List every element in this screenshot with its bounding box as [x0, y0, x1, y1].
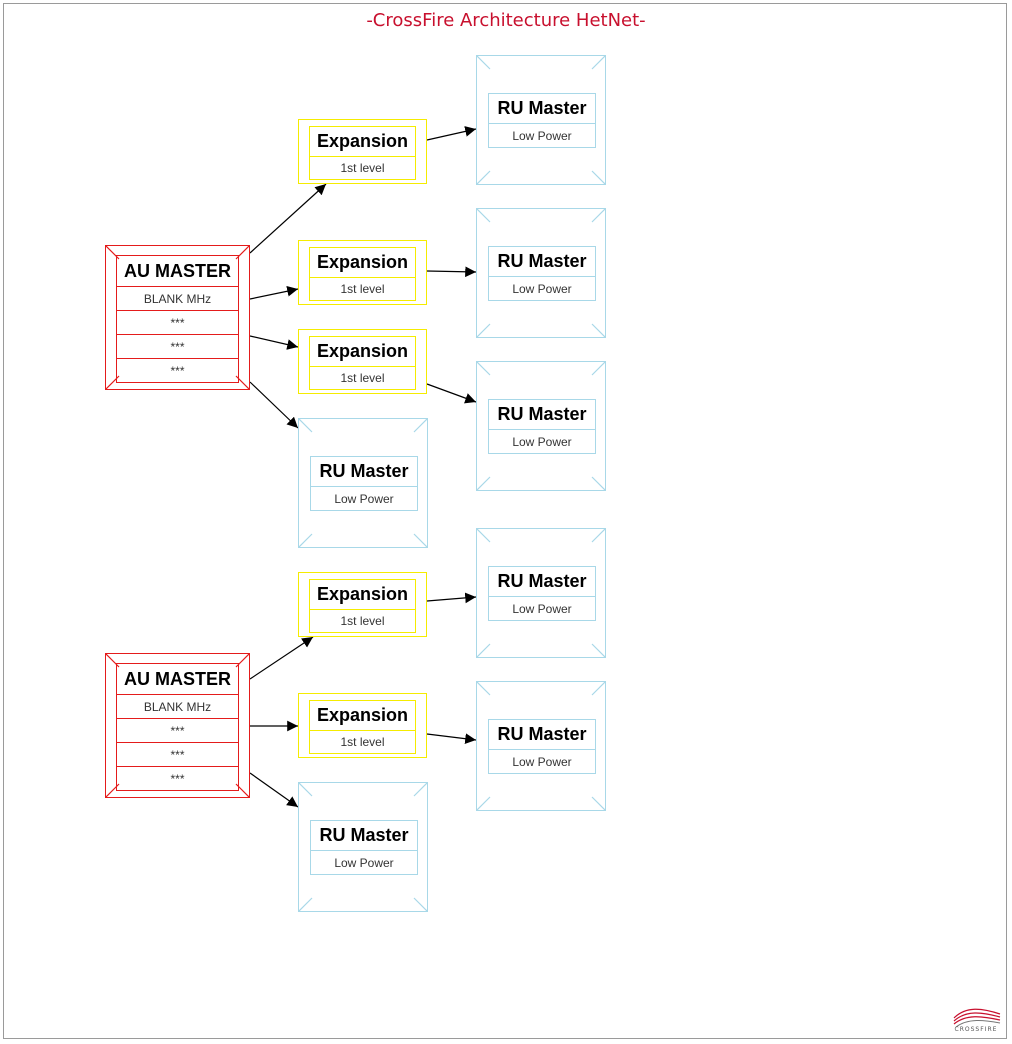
ru-power-level: Low Power: [489, 276, 595, 300]
connector-arrow: [426, 592, 477, 604]
corner-marks: [476, 681, 606, 811]
expansion-table: Expansion 1st level: [309, 700, 416, 754]
au-placeholder-row: ***: [117, 334, 238, 358]
ru-master-title: RU Master: [497, 571, 587, 591]
ru-power-level: Low Power: [489, 429, 595, 453]
ru-master-title: RU Master: [497, 251, 587, 271]
corner-marks: [476, 208, 606, 338]
connector-arrow: [249, 285, 299, 300]
expansion-node[interactable]: Expansion 1st level: [298, 329, 427, 394]
expansion-title: Expansion: [316, 584, 409, 604]
connector-arrow: [426, 383, 477, 404]
au-frequency: BLANK MHz: [117, 286, 238, 310]
au-placeholder-row: ***: [117, 358, 238, 382]
au-frequency: BLANK MHz: [117, 694, 238, 718]
connector-arrow: [426, 126, 477, 141]
au-placeholder-row: ***: [117, 718, 238, 742]
au-placeholder-row: ***: [117, 310, 238, 334]
expansion-level: 1st level: [310, 277, 415, 300]
expansion-table: Expansion 1st level: [309, 126, 416, 180]
corner-marks: [476, 528, 606, 658]
expansion-node[interactable]: Expansion 1st level: [298, 119, 427, 184]
corner-marks: [476, 55, 606, 185]
expansion-title: Expansion: [316, 131, 409, 151]
expansion-table: Expansion 1st level: [309, 247, 416, 301]
au-placeholder-row: ***: [117, 742, 238, 766]
ru-master-title: RU Master: [497, 724, 587, 744]
expansion-level: 1st level: [310, 156, 415, 179]
expansion-table: Expansion 1st level: [309, 579, 416, 633]
corner-marks: [298, 418, 428, 548]
logo-text: CROSSFIRE: [954, 1026, 998, 1033]
expansion-level: 1st level: [310, 730, 415, 753]
ru-power-level: Low Power: [311, 486, 417, 510]
ru-master-title: RU Master: [319, 461, 409, 481]
ru-master-title: RU Master: [319, 825, 409, 845]
ru-power-level: Low Power: [489, 123, 595, 147]
au-master-title: AU MASTER: [124, 669, 231, 689]
connector-arrow: [249, 183, 327, 254]
au-placeholder-row: ***: [117, 766, 238, 790]
expansion-table: Expansion 1st level: [309, 336, 416, 390]
expansion-level: 1st level: [310, 366, 415, 389]
expansion-node[interactable]: Expansion 1st level: [298, 693, 427, 758]
ru-power-level: Low Power: [489, 749, 595, 773]
diagram-frame: [3, 3, 1007, 1039]
ru-power-level: Low Power: [311, 850, 417, 874]
corner-marks: [298, 782, 428, 912]
ru-master-title: RU Master: [497, 404, 587, 424]
expansion-title: Expansion: [316, 705, 409, 725]
crossfire-logo-icon: [953, 1008, 1001, 1028]
expansion-title: Expansion: [316, 252, 409, 272]
expansion-level: 1st level: [310, 609, 415, 632]
connector-arrow: [249, 381, 299, 429]
connector-arrow: [249, 335, 299, 350]
au-master-title: AU MASTER: [124, 261, 231, 281]
connector-arrow: [249, 772, 299, 808]
expansion-node[interactable]: Expansion 1st level: [298, 572, 427, 637]
ru-master-title: RU Master: [497, 98, 587, 118]
connector-arrow: [426, 266, 477, 278]
diagram-title: -CrossFire Architecture HetNet-: [366, 10, 646, 31]
connector-arrow: [249, 636, 314, 680]
corner-marks: [476, 361, 606, 491]
ru-power-level: Low Power: [489, 596, 595, 620]
expansion-title: Expansion: [316, 341, 409, 361]
connector-arrow: [426, 733, 477, 745]
expansion-node[interactable]: Expansion 1st level: [298, 240, 427, 305]
